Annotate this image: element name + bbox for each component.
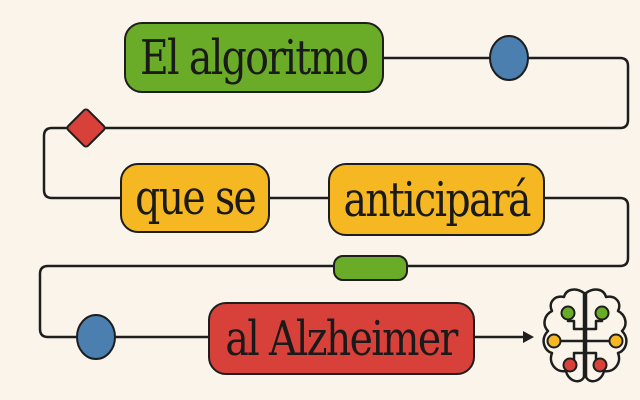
title-box-al-alzheimer: al Alzheimer xyxy=(208,302,475,375)
title-box-el-algoritmo: El algoritmo xyxy=(124,22,384,93)
blue-circle-node-1 xyxy=(489,35,529,81)
connector-line-1 xyxy=(42,56,630,200)
title-line-2b: anticipará xyxy=(343,171,531,228)
arrow-head-icon xyxy=(523,331,534,343)
blue-circle-node-2 xyxy=(76,314,116,360)
title-line-1: El algoritmo xyxy=(140,29,369,86)
title-line-3: al Alzheimer xyxy=(225,310,459,367)
brain-circuit-icon xyxy=(542,288,628,383)
green-pill-node xyxy=(333,255,408,281)
red-diamond-node xyxy=(66,108,106,148)
title-box-que-se: que se xyxy=(120,163,270,233)
title-box-anticipara: anticipará xyxy=(328,163,545,236)
title-line-2a: que se xyxy=(134,170,257,226)
